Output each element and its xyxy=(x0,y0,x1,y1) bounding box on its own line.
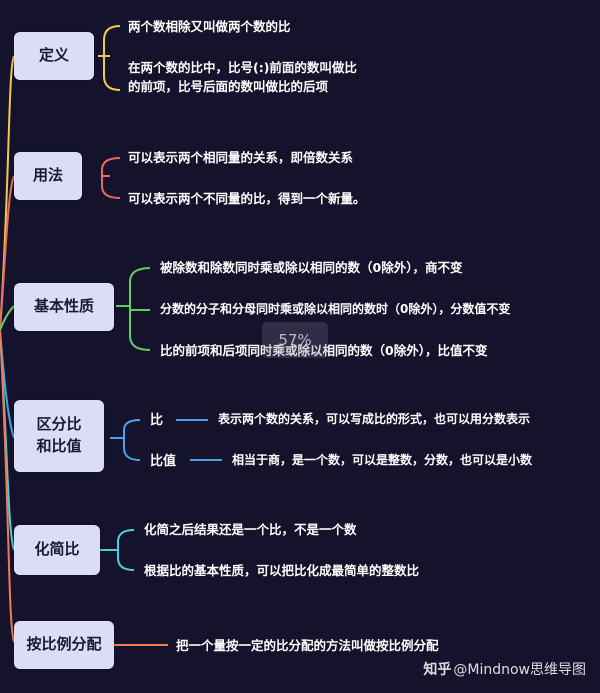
bracket-ratio xyxy=(123,419,141,461)
watermark-author: @Mindnow思维导图 xyxy=(453,662,586,678)
root-branch-share xyxy=(0,329,15,643)
leaf-definition-2-line1: 在两个数的比中，比号(:)前面的数叫做比 xyxy=(128,60,357,75)
node-ratio-line2: 和比值 xyxy=(36,437,82,455)
leaf-ratio-desc: 表示两个数的关系，可以写成比的形式，也可以用分数表示 xyxy=(218,412,531,426)
leaf-share-1: 把一个量按一定的比分配的方法叫做按比例分配 xyxy=(176,638,439,653)
node-share[interactable]: 按比例分配 xyxy=(14,621,114,669)
leaf-definition-2: 在两个数的比中，比号(:)前面的数叫做比 的前项，比号后面的数叫做比的后项 xyxy=(128,58,357,97)
leaf-simplify-1: 化简之后结果还是一个比，不是一个数 xyxy=(144,522,357,537)
leaf-property-3: 比的前项和后项同时乘或除以相同的数（0除外），比值不变 xyxy=(160,343,488,358)
leaf-simplify-2: 根据比的基本性质，可以把比化成最简单的整数比 xyxy=(144,563,420,578)
node-definition[interactable]: 定义 xyxy=(14,32,94,80)
sublabel-value: 比值 xyxy=(150,454,177,469)
leaf-property-2: 分数的分子和分母同时乘或除以相同的数时（0除外），分数值不变 xyxy=(160,302,511,316)
watermark: 知乎 @Mindnow思维导图 xyxy=(423,659,586,679)
bracket-simplify xyxy=(117,529,135,571)
leaf-usage-1: 可以表示两个相同量的关系，即倍数关系 xyxy=(128,150,354,165)
root-branch-property xyxy=(0,305,15,331)
leaf-property-1: 被除数和除数同时乘或除以相同的数（0除外），商不变 xyxy=(160,260,463,275)
root-branch-usage xyxy=(0,175,15,331)
leaf-value-desc: 相当于商，是一个数，可以是整数，分数，也可以是小数 xyxy=(232,453,533,467)
node-simplify[interactable]: 化简比 xyxy=(14,525,100,575)
bracket-usage xyxy=(101,157,121,199)
node-ratio-line1: 区分比 xyxy=(36,415,82,434)
node-usage[interactable]: 用法 xyxy=(14,152,82,200)
node-ratio-vs-value[interactable]: 区分比 和比值 xyxy=(14,400,104,472)
node-property[interactable]: 基本性质 xyxy=(14,283,114,331)
zoom-indicator: 57% xyxy=(262,322,328,358)
watermark-site: 知乎 xyxy=(423,662,452,678)
bracket-definition xyxy=(103,25,121,91)
leaf-usage-2: 可以表示两个不同量的比，得到一个新量。 xyxy=(128,191,366,206)
leaf-definition-2-line2: 的前项，比号后面的数叫做比的后项 xyxy=(128,79,329,95)
sublabel-ratio: 比 xyxy=(150,413,164,428)
leaf-definition-1: 两个数相除又叫做两个数的比 xyxy=(128,19,291,34)
